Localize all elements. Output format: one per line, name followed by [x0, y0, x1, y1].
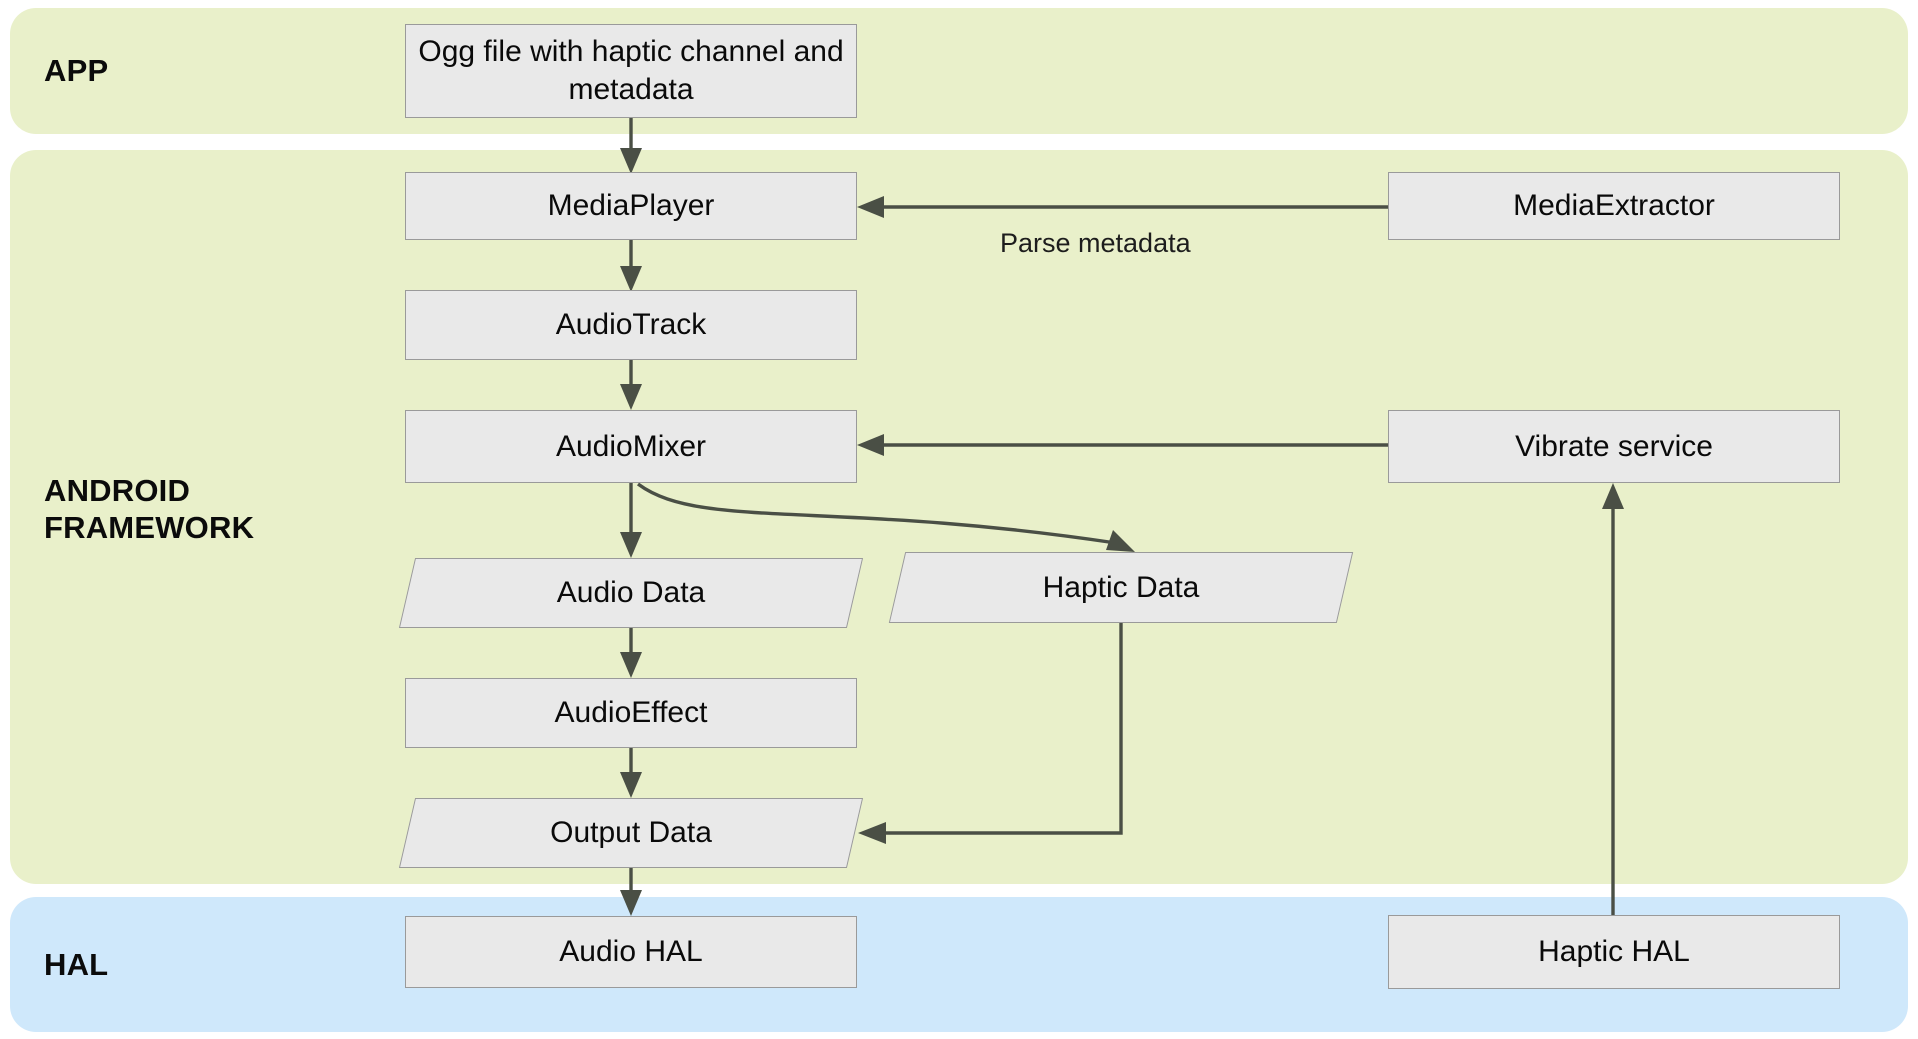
band-label-android-framework: ANDROID FRAMEWORK — [44, 473, 255, 545]
node-haptic-hal[interactable]: Haptic HAL — [1388, 915, 1840, 989]
node-media-player[interactable]: MediaPlayer — [405, 172, 857, 240]
node-audio-track[interactable]: AudioTrack — [405, 290, 857, 360]
node-audio-effect[interactable]: AudioEffect — [405, 678, 857, 748]
band-label-app: APP — [44, 53, 109, 88]
node-output-data-label: Output Data — [550, 816, 712, 849]
node-output-data[interactable]: Output Data — [398, 798, 864, 868]
node-audio-mixer[interactable]: AudioMixer — [405, 410, 857, 483]
band-label-hal: HAL — [44, 947, 109, 982]
node-audio-data-label: Audio Data — [556, 576, 706, 609]
band-android-framework — [10, 150, 1908, 884]
node-haptic-data-label: Haptic Data — [1042, 570, 1200, 604]
node-audio-hal[interactable]: Audio HAL — [405, 916, 857, 988]
edge-label-parse-metadata: Parse metadata — [1000, 228, 1191, 258]
node-haptic-data[interactable]: Haptic Data — [888, 552, 1354, 623]
node-vibrate-service[interactable]: Vibrate service — [1388, 410, 1840, 483]
node-audio-data[interactable]: Audio Data — [398, 558, 864, 628]
node-ogg-file[interactable]: Ogg file with haptic channel and metadat… — [405, 24, 857, 118]
node-media-extractor[interactable]: MediaExtractor — [1388, 172, 1840, 240]
band-app — [10, 8, 1908, 134]
